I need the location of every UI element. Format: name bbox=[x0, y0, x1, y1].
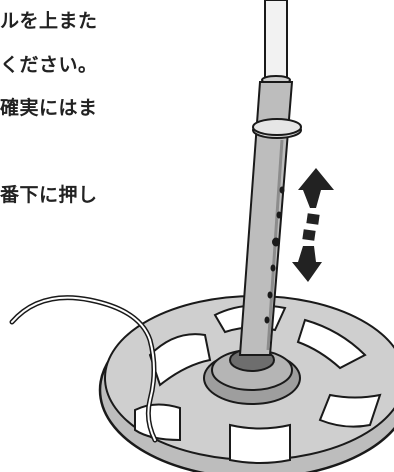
instruction-line-3: 確実にはま bbox=[0, 97, 98, 119]
instruction-line-2: ください。 bbox=[0, 54, 98, 76]
stand-pole bbox=[238, 0, 302, 356]
up-down-arrow-icon bbox=[292, 168, 334, 282]
instruction-line-4: 番下に押し bbox=[0, 184, 98, 206]
instruction-line-1: ルを上また bbox=[0, 10, 98, 32]
